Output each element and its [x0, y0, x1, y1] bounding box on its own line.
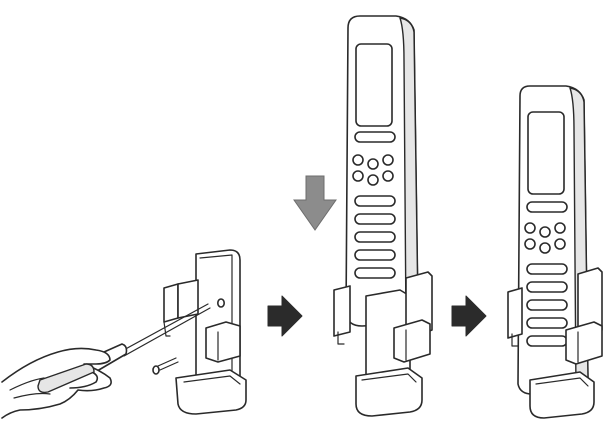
- holder-left-arm: [333, 285, 351, 337]
- holder-base: [355, 367, 423, 417]
- remote-buttons: [524, 201, 568, 347]
- step3-remote-in-holder: [507, 85, 603, 419]
- screw-hole: [217, 298, 226, 308]
- right-arrow-icon: [267, 295, 303, 337]
- hand-icon: [1, 347, 112, 419]
- holder-left-arm: [507, 287, 523, 339]
- holder-base: [175, 369, 247, 415]
- holder-right-clip: [205, 321, 241, 363]
- remote-buttons: [352, 131, 396, 279]
- holder-left-clip: [163, 283, 179, 323]
- right-arrow-icon: [451, 295, 487, 337]
- step2-insert-remote: [293, 15, 433, 417]
- remote-screen: [355, 43, 393, 127]
- step1-wall-holder: [1, 249, 247, 419]
- screw-icon: [152, 357, 179, 375]
- remote-screen: [527, 111, 565, 195]
- holder-base: [529, 371, 595, 419]
- down-arrow-icon: [293, 175, 337, 231]
